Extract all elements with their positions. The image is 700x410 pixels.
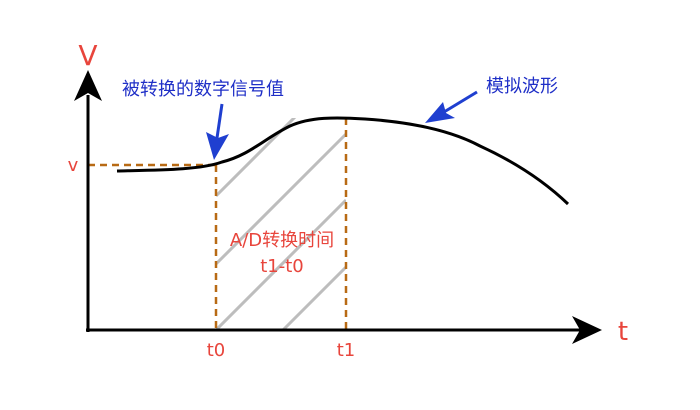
y-axis-label: V	[78, 39, 97, 72]
x-tick-t0: t0	[207, 340, 226, 361]
conversion-time-hatch	[216, 118, 346, 330]
conversion-time-label: A/D转换时间	[230, 230, 334, 251]
converted-value-arrow-shaft	[215, 103, 224, 139]
x-axis-label: t	[618, 317, 628, 347]
x-tick-t1: t1	[337, 340, 356, 361]
y-tick-v: v	[68, 155, 79, 176]
analog-waveform-curve	[116, 116, 570, 206]
converted-value-annotation: 被转换的数字信号值	[122, 79, 284, 100]
x-axis-arrowhead	[572, 316, 602, 344]
hatch-line	[216, 132, 346, 266]
y-axis-arrowhead	[74, 70, 102, 101]
hatch-line	[216, 198, 346, 330]
analog-waveform-annotation: 模拟波形	[486, 76, 558, 97]
hatch-line	[281, 265, 346, 330]
waveform-arrow-shaft	[443, 90, 478, 114]
conversion-time-formula: t1-t0	[260, 256, 304, 277]
callout-arrow-icon	[206, 132, 229, 160]
callout-arrow-icon	[425, 102, 455, 123]
